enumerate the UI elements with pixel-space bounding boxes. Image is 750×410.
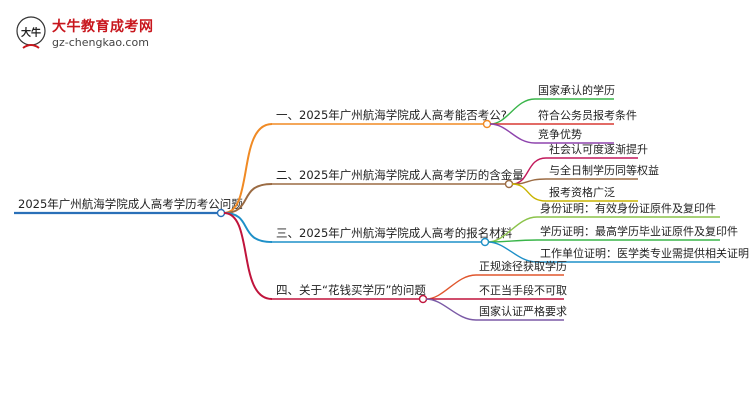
branch-connector-1	[223, 123, 273, 214]
leaf-label-1-2: 符合公务员报考条件	[538, 108, 637, 122]
leaf-connector-2-3	[511, 183, 547, 202]
branch-label-1: 一、2025年广州航海学院成人高考能否考公?	[276, 108, 507, 122]
leaf-label-2-1: 社会认可度逐渐提升	[549, 142, 648, 156]
leaf-label-3-2: 学历证明：最高学历毕业证原件及复印件	[540, 224, 738, 238]
logo-glyph: 大牛	[21, 26, 41, 39]
leaf-connector-1-1	[489, 98, 536, 125]
branch-label-3: 三、2025年广州航海学院成人高考的报名材料	[276, 226, 513, 240]
branch-node-dot-4[interactable]	[418, 294, 428, 304]
branch-connector-2	[223, 183, 273, 214]
branch-node-dot-3[interactable]	[480, 237, 490, 247]
leaf-label-3-1: 身份证明：有效身份证原件及复印件	[540, 201, 716, 215]
leaf-label-4-1: 正规途径获取学历	[479, 259, 567, 273]
branch-connector-3	[223, 212, 273, 243]
logo-url: gz-chengkao.com	[52, 36, 149, 49]
root-node-dot[interactable]	[216, 208, 226, 218]
leaf-label-1-3: 竞争优势	[538, 127, 582, 141]
branch-label-4: 四、关于“花钱买学历”的问题	[276, 283, 426, 297]
leaf-label-2-2: 与全日制学历同等权益	[549, 163, 659, 177]
logo-title: 大牛教育成考网	[52, 19, 154, 35]
branch-label-2: 二、2025年广州航海学院成人高考学历的含金量	[276, 168, 524, 182]
leaf-label-4-2: 不正当手段不可取	[479, 283, 567, 297]
leaf-connector-4-1	[425, 274, 477, 300]
leaf-label-2-3: 报考资格广泛	[549, 185, 615, 199]
leaf-connector-1-3	[489, 123, 536, 144]
root-node-label: 2025年广州航海学院成人高考学历考公问题	[18, 197, 243, 211]
site-logo[interactable]: 大牛 大牛教育成考网 gz-chengkao.com	[14, 14, 164, 54]
leaf-label-3-3: 工作单位证明：医学类专业需提供相关证明	[540, 246, 749, 260]
leaf-connector-4-3	[425, 298, 477, 321]
logo-mark-icon: 大牛	[16, 16, 46, 49]
leaf-label-1-1: 国家承认的学历	[538, 83, 615, 97]
branch-node-dot-1[interactable]	[482, 119, 492, 129]
leaf-label-4-3: 国家认证严格要求	[479, 304, 567, 318]
branch-connector-4	[223, 212, 273, 300]
branch-node-dot-2[interactable]	[504, 179, 514, 189]
leaf-connector-3-3	[487, 241, 538, 263]
